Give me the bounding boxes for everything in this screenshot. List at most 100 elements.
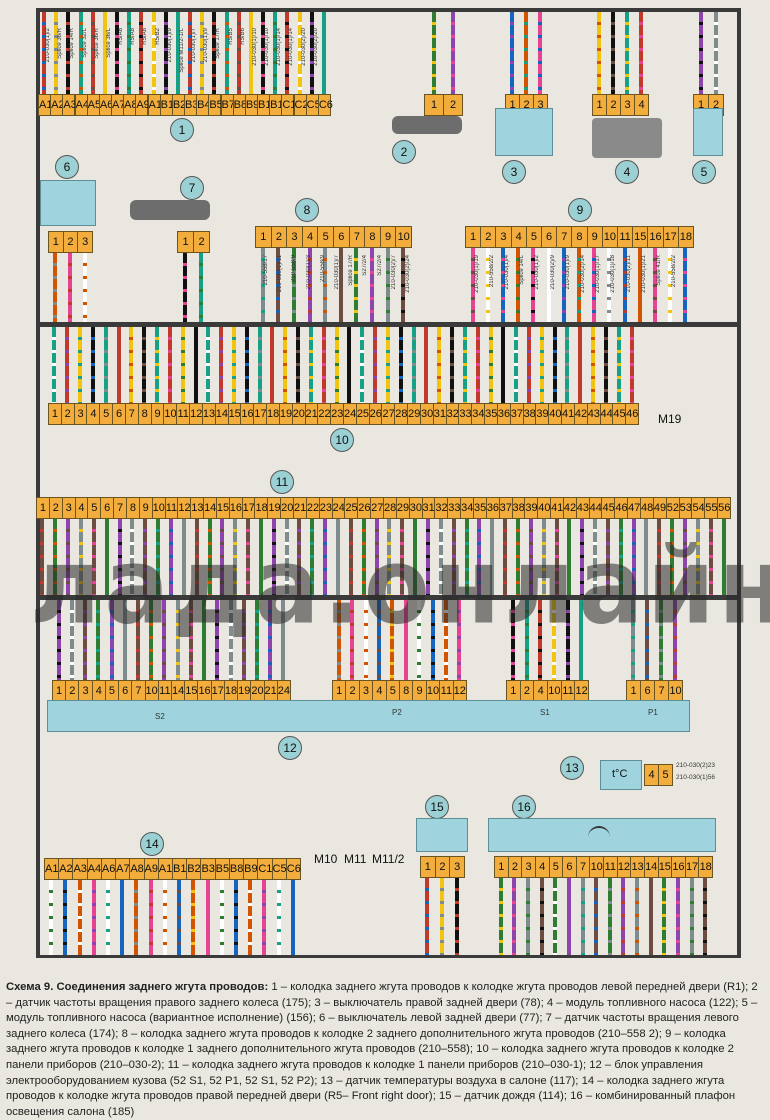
connector-4-wire-4 — [639, 12, 643, 94]
connector-1-wire-14 — [200, 12, 205, 94]
connector-9-wire-3 — [501, 248, 505, 322]
connector-12-s2-pin-18: 24 — [276, 680, 291, 702]
connector-1-pin-9: A9 — [135, 94, 150, 116]
unit-label-p1: P1 — [648, 708, 658, 717]
connector-10-wire-43 — [591, 327, 596, 403]
connector-14-wire-10 — [177, 880, 182, 955]
c9-wire-label: 210-030(1)/21 — [640, 255, 647, 293]
connector-12-s1-pin-6: 12 — [574, 680, 589, 702]
bus-line-row3 — [36, 595, 741, 600]
c1-wire-label: Splice 17/R — [215, 28, 222, 59]
connector-12-s2-pin-11: 15 — [184, 680, 199, 702]
connector-7-wire-2 — [199, 253, 203, 322]
connector-11-pin-24: 24 — [331, 497, 346, 519]
connector-12-s1-pin-3: 4 — [533, 680, 548, 702]
connector-16-wire-3 — [526, 878, 531, 955]
c9-wire-label: 210-030(1)/18 — [610, 255, 617, 293]
connector-11-wire-32 — [438, 519, 443, 595]
connector-10-pin-41: 41 — [561, 403, 575, 425]
connector-10-wire-11 — [180, 327, 185, 403]
connector-11-pin-53: 55 — [704, 497, 719, 519]
connector-11-wire-22 — [310, 519, 315, 595]
connector-1-wire-20 — [273, 12, 278, 94]
connector-9-pin-14: 17 — [662, 226, 679, 248]
connector-12-p2-pin-7: 9 — [412, 680, 427, 702]
connector-10-pin-8: 8 — [137, 403, 152, 425]
connector-9-pin-11: 11 — [617, 226, 634, 248]
c9-wire-label: Splice 14/L — [519, 255, 526, 285]
c9-wire-label: 210-030(1)/2 — [534, 255, 541, 290]
connector-14-wire-4 — [91, 880, 96, 955]
connector-11-wire-34 — [464, 519, 469, 595]
connector-10-pin-46: 46 — [625, 403, 639, 425]
connector-1-wire-6 — [102, 12, 107, 94]
connector-10-pin-7: 7 — [124, 403, 139, 425]
connector-10-pin-13: 13 — [201, 403, 216, 425]
connector-11-wire-43 — [580, 519, 585, 595]
connector-11-wire-5 — [91, 519, 96, 595]
connector-12-p2-wire-2 — [350, 600, 355, 680]
connector-11-wire-38 — [515, 519, 520, 595]
right-bus-line — [737, 8, 741, 958]
c9-wire-label: 210-030(1)/4 — [504, 255, 510, 290]
connector-11-pin-54: 56 — [717, 497, 731, 519]
connector-11-pin-30: 30 — [408, 497, 423, 519]
connector-12-s2-wire-18 — [281, 600, 286, 680]
caption-title: Схема 9. Соединения заднего жгута провод… — [6, 981, 269, 993]
temperature-sensor-label: t°C — [612, 768, 628, 780]
connector-11-wire-46 — [618, 519, 623, 595]
connector-11-wire-37 — [503, 519, 508, 595]
connector-11-pin-21: 21 — [293, 497, 307, 519]
c1-wire-label: R5/A8 — [130, 28, 137, 45]
c1-wire-label: 210-030(1)/10 — [264, 28, 271, 66]
connector-11-wire-21 — [297, 519, 302, 595]
fuel-pump-module-icon — [592, 118, 662, 158]
connector-12-p1-pin-4: 10 — [668, 680, 683, 702]
connector-11-wire-27 — [374, 519, 379, 595]
connector-8-wire-7 — [354, 248, 359, 322]
connector-10-wire-39 — [539, 327, 544, 403]
connector-11-pin-39: 39 — [524, 497, 539, 519]
connector-12-s2-wire-3 — [83, 600, 88, 680]
connector-11-wire-4 — [78, 519, 83, 595]
connector-10-pin-33: 33 — [458, 403, 473, 425]
connector-11-pin-14: 14 — [203, 497, 217, 519]
connector-10-wire-30 — [424, 327, 429, 403]
connector-12-s2-wire-13 — [215, 600, 220, 680]
ground-m11-2: M11/2 — [372, 852, 405, 866]
connector-11-wire-23 — [323, 519, 328, 595]
connector-1-wire-21 — [285, 12, 290, 94]
c8-wire-label: S27/2/4 — [362, 255, 369, 276]
connector-11-pin-27: 27 — [370, 497, 384, 519]
c1-wire-label: Splice 36/R — [57, 28, 64, 59]
connector-4-pin-4: 4 — [634, 94, 649, 116]
connector-1-wire-23 — [309, 12, 314, 94]
connector-16-wire-8 — [594, 878, 599, 955]
connector-16-pin-16: 18 — [698, 856, 713, 878]
connector-10-wire-10 — [167, 327, 172, 403]
connector-9-pin-12: 15 — [632, 226, 649, 248]
connector-10-pin-29: 29 — [407, 403, 421, 425]
connector-12-s2-wire-7 — [135, 600, 140, 680]
connector-1-wire-24 — [321, 12, 326, 94]
connector-6-wire-1 — [53, 253, 58, 322]
connector-14-wire-1 — [49, 880, 54, 955]
connector-10-wire-8 — [142, 327, 147, 403]
connector-10-wire-42 — [578, 327, 583, 403]
connector-6-pin-1: 1 — [48, 231, 64, 253]
connector-11-pin-10: 10 — [151, 497, 166, 519]
connector-11-wire-3 — [66, 519, 71, 595]
c1-wire-label: 210-030(1)/14 — [276, 28, 283, 66]
connector-16-wire-1 — [498, 878, 503, 955]
connector-9-pin-4: 4 — [510, 226, 527, 248]
connector-9-wire-10 — [607, 248, 612, 322]
connector-10-pin-34: 34 — [471, 403, 486, 425]
connector-16-pin-3: 3 — [521, 856, 536, 878]
connector-1-pin-6: A6 — [98, 94, 113, 116]
connector-16-pin-1: 1 — [494, 856, 509, 878]
connector-11-wire-19 — [271, 519, 276, 595]
connector-12-s1-wire-1 — [510, 600, 515, 680]
connector-16-wire-5 — [553, 878, 558, 955]
connector-1-wire-3 — [66, 12, 71, 94]
connector-1-wire-15 — [212, 12, 217, 94]
